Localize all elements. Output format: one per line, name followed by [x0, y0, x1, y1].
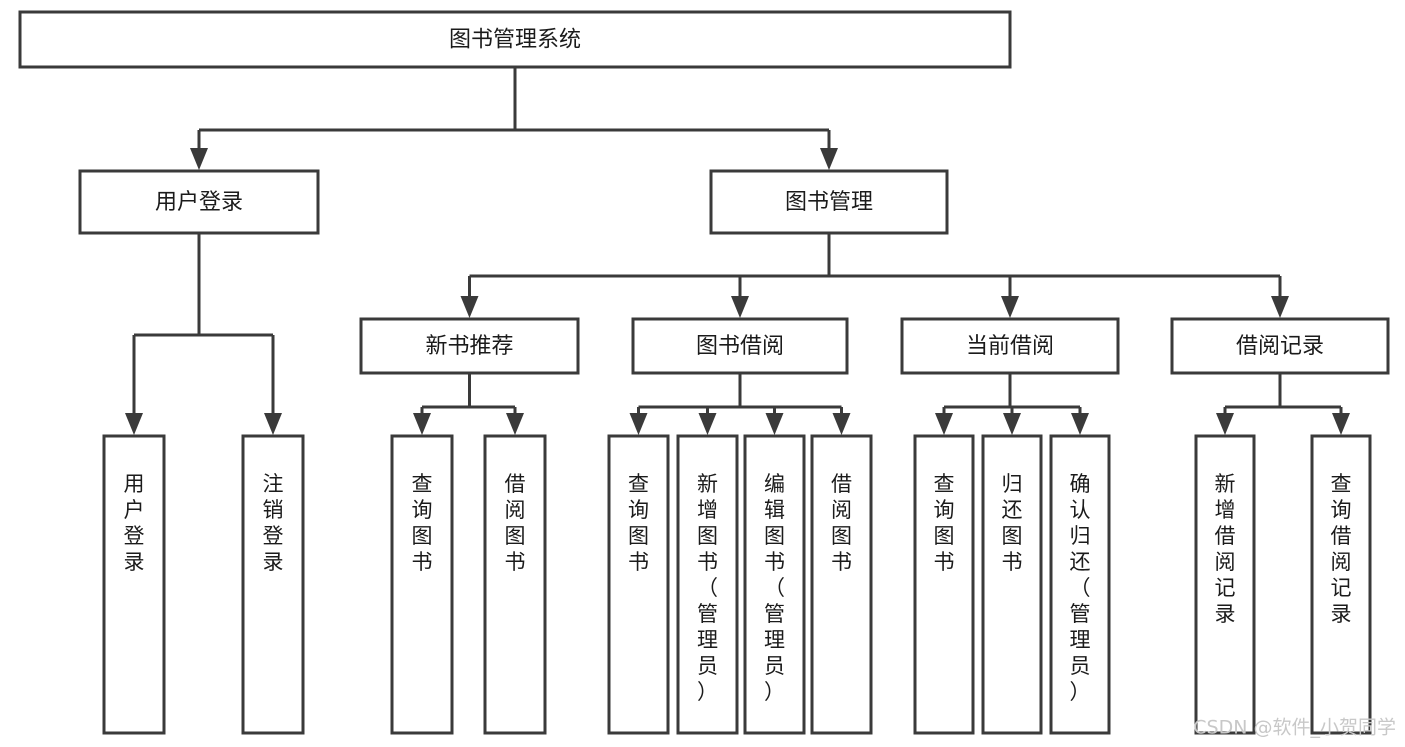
node-leaf-query-book-rec[interactable]: 查询图书 [390, 434, 454, 735]
node-leaf-query-book[interactable]: 查询图书 [607, 434, 670, 735]
node-label: 借阅图书 [505, 472, 526, 574]
node-box[interactable] [709, 169, 949, 235]
node-label: 查询图书 [412, 472, 433, 574]
node-label: 归还图书 [1002, 472, 1023, 574]
connector-group-current-borrow [935, 373, 1089, 435]
node-box[interactable] [631, 317, 849, 375]
node-root[interactable]: 图书管理系统 [18, 10, 1012, 69]
node-box[interactable] [78, 169, 320, 235]
arrow-head-icon [190, 148, 208, 170]
node-leaf-borrow-book-rec[interactable]: 借阅图书 [483, 434, 547, 735]
node-box[interactable] [810, 434, 873, 735]
node-box[interactable] [607, 434, 670, 735]
arrow-head-icon [1216, 413, 1234, 435]
arrow-head-icon [698, 413, 717, 435]
node-label: 图书管理系统 [449, 28, 581, 53]
arrow-head-icon [1271, 296, 1289, 318]
node-leaf-add-book[interactable]: 新增图书（管理员） [676, 434, 739, 735]
node-leaf-query-book-cur[interactable]: 查询图书 [913, 434, 975, 735]
connector-group-user-login [125, 233, 282, 435]
node-leaf-confirm-return[interactable]: 确认归还（管理员） [1049, 434, 1111, 735]
node-new-book-rec[interactable]: 新书推荐 [359, 317, 580, 375]
node-box[interactable] [676, 434, 739, 735]
node-borrow-record[interactable]: 借阅记录 [1170, 317, 1390, 375]
node-label: 当前借阅 [966, 334, 1054, 359]
connector-group-book-borrow [629, 373, 851, 435]
arrow-head-icon [1001, 296, 1019, 318]
connector-group-root [190, 67, 838, 170]
node-box[interactable] [1310, 434, 1372, 735]
connector-group-book-manage [460, 233, 1289, 318]
node-leaf-edit-book[interactable]: 编辑图书（管理员） [743, 434, 806, 735]
node-book-manage[interactable]: 图书管理 [709, 169, 949, 235]
connector-group-borrow-record [1216, 373, 1350, 435]
node-box[interactable] [359, 317, 580, 375]
node-label: 新书推荐 [425, 334, 513, 359]
node-box[interactable] [390, 434, 454, 735]
node-user-login[interactable]: 用户登录 [78, 169, 320, 235]
node-layer: 图书管理系统用户登录图书管理新书推荐图书借阅当前借阅借阅记录用户登录注销登录查询… [18, 10, 1390, 735]
node-box[interactable] [18, 10, 1012, 69]
arrow-head-icon [765, 413, 784, 435]
arrow-head-icon [264, 413, 282, 435]
node-box[interactable] [1049, 434, 1111, 735]
node-box[interactable] [102, 434, 166, 735]
node-box[interactable] [1170, 317, 1390, 375]
node-current-borrow[interactable]: 当前借阅 [900, 317, 1120, 375]
csdn-watermark: CSDN @软件_小贺同学 [1193, 717, 1396, 739]
arrow-head-icon [506, 413, 524, 435]
node-label: 查询图书 [934, 472, 955, 574]
arrow-head-icon [1003, 413, 1021, 435]
node-label: 用户登录 [155, 190, 243, 215]
node-label: 新增图书（管理员） [697, 472, 718, 704]
arrow-head-icon [832, 413, 851, 435]
node-leaf-add-record[interactable]: 新增借阅记录 [1194, 434, 1256, 735]
node-leaf-query-record[interactable]: 查询借阅记录 [1310, 434, 1372, 735]
arrow-head-icon [125, 413, 143, 435]
node-label: 用户登录 [124, 472, 145, 574]
arrow-head-icon [460, 296, 479, 318]
node-box[interactable] [743, 434, 806, 735]
node-label: 借阅图书 [831, 472, 852, 574]
node-leaf-user-login[interactable]: 用户登录 [102, 434, 166, 735]
node-label: 借阅记录 [1236, 334, 1324, 359]
connector-group-new-book-rec [413, 373, 524, 435]
node-label: 注销登录 [263, 472, 284, 574]
node-box[interactable] [483, 434, 547, 735]
node-leaf-borrow-book[interactable]: 借阅图书 [810, 434, 873, 735]
node-leaf-return-book[interactable]: 归还图书 [981, 434, 1043, 735]
node-box[interactable] [1194, 434, 1256, 735]
node-box[interactable] [913, 434, 975, 735]
node-label: 新增借阅记录 [1215, 472, 1236, 626]
arrow-head-icon [413, 413, 431, 435]
node-leaf-logout[interactable]: 注销登录 [241, 434, 305, 735]
node-label: 图书管理 [785, 190, 873, 215]
node-label: 查询图书 [628, 472, 649, 574]
arrow-head-icon [1071, 413, 1089, 435]
arrow-head-icon [820, 148, 838, 170]
node-label: 查询借阅记录 [1331, 472, 1352, 626]
node-book-borrow[interactable]: 图书借阅 [631, 317, 849, 375]
node-box[interactable] [981, 434, 1043, 735]
node-box[interactable] [900, 317, 1120, 375]
arrow-head-icon [731, 296, 749, 318]
arrow-head-icon [629, 413, 648, 435]
edge-layer [125, 67, 1350, 435]
node-box[interactable] [241, 434, 305, 735]
arrow-head-icon [1332, 413, 1350, 435]
node-label: 图书借阅 [696, 334, 784, 359]
node-label: 确认归还（管理员） [1070, 472, 1091, 704]
arrow-head-icon [935, 413, 953, 435]
node-label: 编辑图书（管理员） [764, 472, 785, 704]
